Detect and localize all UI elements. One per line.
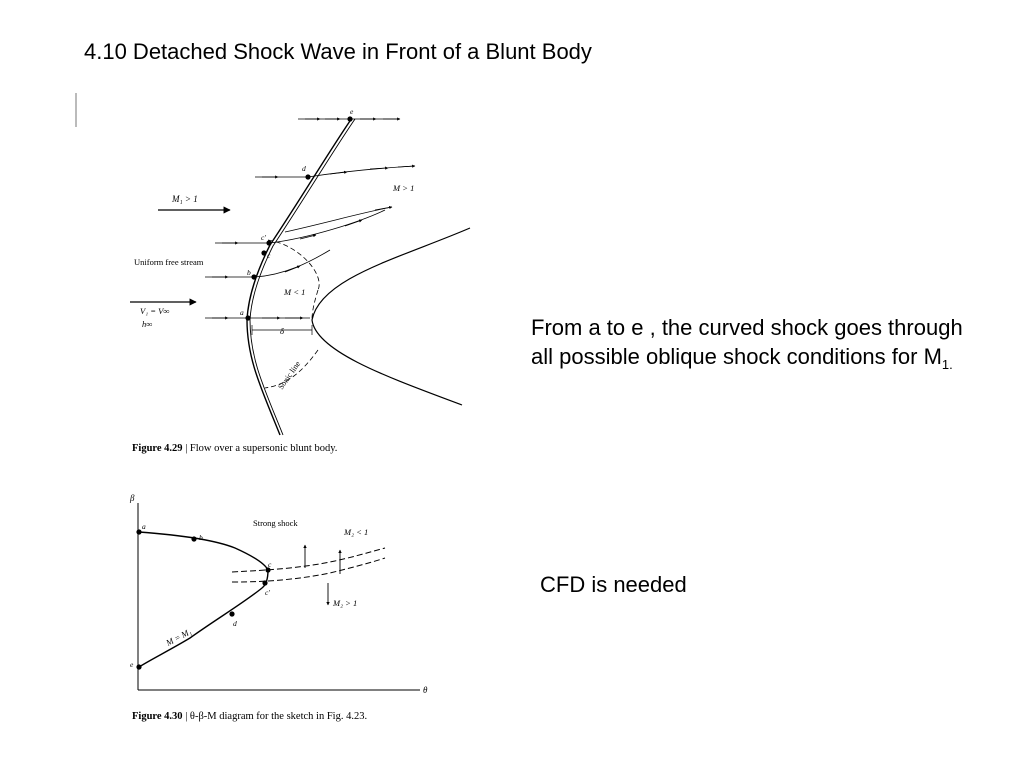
blunt-body <box>311 227 471 406</box>
m1-curve <box>138 531 269 668</box>
label-beta: β <box>129 493 135 503</box>
figure1-caption-text: | Flow over a supersonic blunt body. <box>182 443 338 454</box>
label-m-gt: M > 1 <box>392 183 414 193</box>
diag-label-a: a <box>142 522 146 531</box>
label-m-lt: M < 1 <box>283 287 305 297</box>
label-h: h∞ <box>142 319 152 329</box>
figure2-caption-label: Figure 4.30 <box>132 711 183 722</box>
diag-label-e: e <box>130 660 134 669</box>
figure2-caption: Figure 4.30 | θ-β-M diagram for the sket… <box>132 711 367 722</box>
diag-point-e <box>136 664 142 670</box>
diag-label-c-prime: c' <box>265 588 270 597</box>
diag-point-c-prime <box>262 580 268 586</box>
point-label-a: a <box>240 308 244 317</box>
point-e <box>347 116 353 122</box>
note-shock-conditions: From a to e , the curved shock goes thro… <box>531 313 971 379</box>
label-theta: θ <box>423 685 428 695</box>
point-b <box>251 274 257 280</box>
label-m1: M₁ > 1 <box>171 194 198 204</box>
label-m2-lt: M₂ < 1 <box>343 527 368 537</box>
point-c <box>261 250 267 256</box>
diag-point-c <box>265 567 271 573</box>
note-cfd: CFD is needed <box>540 572 687 597</box>
point-label-c-prime: c' <box>261 233 266 242</box>
slide-title: 4.10 Detached Shock Wave in Front of a B… <box>84 39 592 64</box>
shock-wave <box>246 117 353 436</box>
diag-label-d: d <box>233 619 237 628</box>
diag-label-b: b <box>199 533 203 542</box>
point-label-c: c <box>267 251 271 260</box>
diag-point-a <box>136 529 142 535</box>
point-c-prime <box>266 240 272 246</box>
label-strong: Strong shock <box>253 518 298 528</box>
label-v1: V₁ = V∞ <box>140 306 169 316</box>
figure1-caption: Figure 4.29 | Flow over a supersonic blu… <box>132 443 337 454</box>
diag-point-b <box>191 536 197 542</box>
note-shock-conditions-subscript: 1. <box>941 357 953 372</box>
point-a <box>245 315 251 321</box>
label-uniform: Uniform free stream <box>134 257 204 267</box>
streamline-c <box>215 209 386 244</box>
point-label-e: e <box>350 107 354 116</box>
label-delta: δ <box>280 326 285 336</box>
point-label-d: d <box>302 164 306 173</box>
point-d <box>305 174 311 180</box>
label-m2-gt: M₂ > 1 <box>332 598 357 608</box>
figure2-caption-text: | θ-β-M diagram for the sketch in Fig. 4… <box>182 711 368 722</box>
dashed-band-upper <box>231 547 386 573</box>
note-shock-conditions-text: From a to e , the curved shock goes thro… <box>531 315 963 369</box>
diag-point-d <box>229 611 235 617</box>
dashed-band-lower <box>231 557 386 583</box>
shock-wave-inner <box>249 118 356 436</box>
diag-label-c: c <box>268 560 272 569</box>
point-label-b: b <box>247 268 251 277</box>
edge-mark <box>75 93 77 127</box>
figure1-caption-label: Figure 4.29 <box>132 443 183 454</box>
